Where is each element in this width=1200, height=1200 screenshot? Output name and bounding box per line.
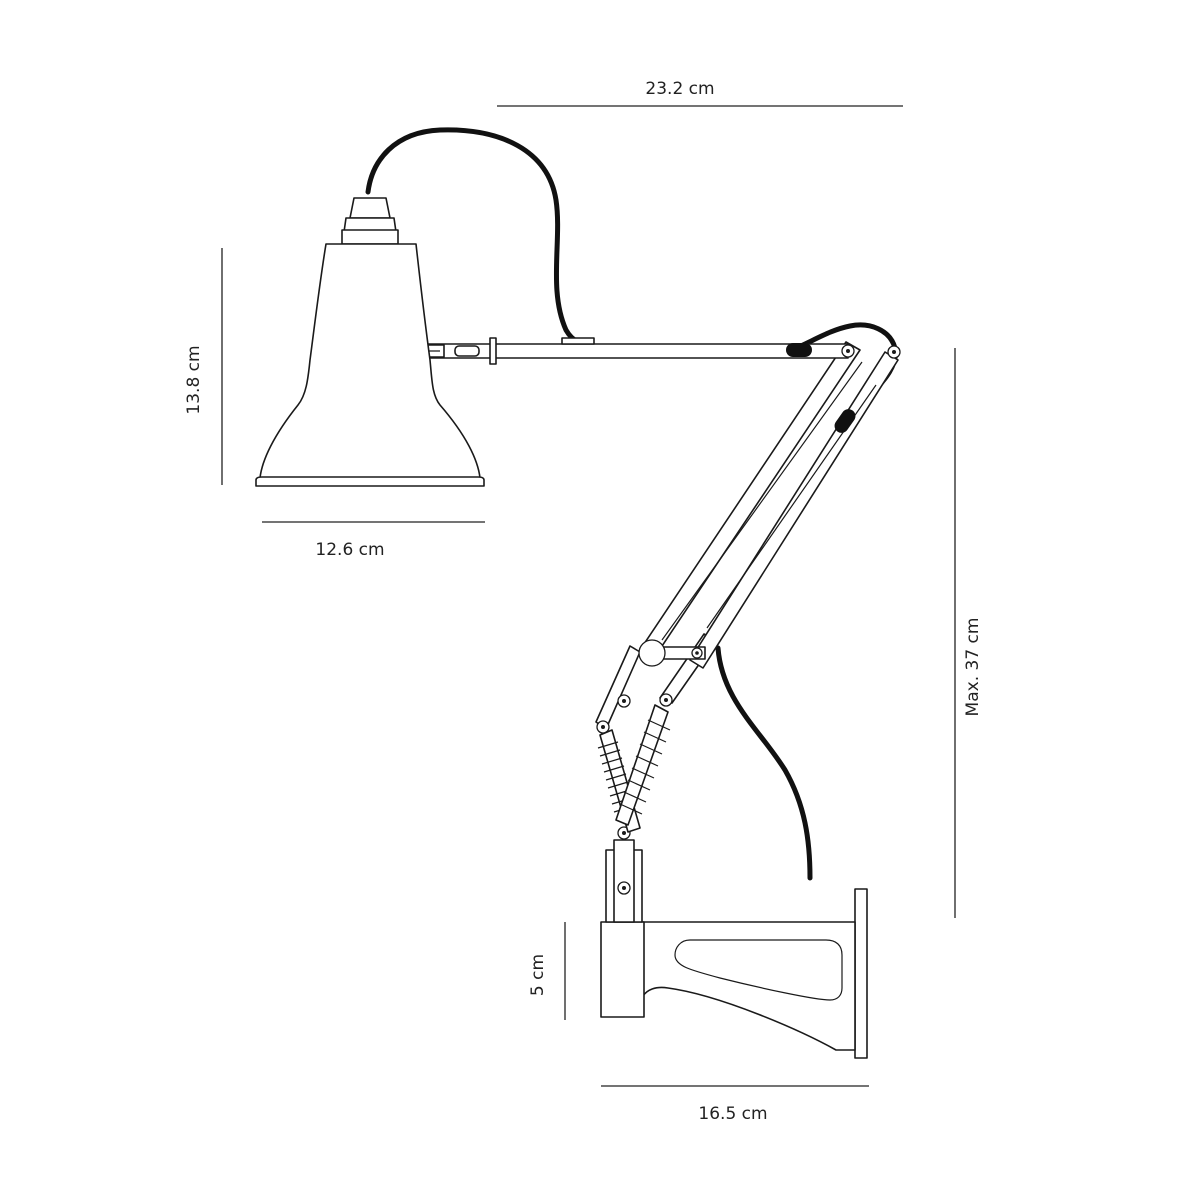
dimension-max-height: Max. 37 cm [954, 348, 983, 918]
lower-arm-base [605, 826, 643, 923]
dimension-bracket-height: 5 cm [528, 922, 566, 1020]
tension-springs [597, 704, 671, 833]
knuckle-joint [638, 639, 706, 667]
shade-width-label: 12.6 cm [315, 540, 384, 560]
upper-arm [639, 341, 899, 669]
lamp-shade [255, 197, 485, 487]
dimension-shade-height: 13.8 cm [184, 248, 223, 485]
wall-bracket [600, 888, 868, 1059]
dimension-bracket-depth: 16.5 cm [601, 1085, 869, 1124]
dimension-shade-width: 12.6 cm [262, 521, 485, 560]
bracket-depth-label: 16.5 cm [698, 1104, 767, 1124]
arm-reach-label: 23.2 cm [645, 79, 714, 99]
max-height-label: Max. 37 cm [963, 618, 983, 717]
power-cable [365, 127, 898, 881]
dimension-arm-reach: 23.2 cm [497, 79, 903, 107]
bracket-height-label: 5 cm [528, 954, 548, 996]
shade-height-label: 13.8 cm [184, 345, 204, 414]
